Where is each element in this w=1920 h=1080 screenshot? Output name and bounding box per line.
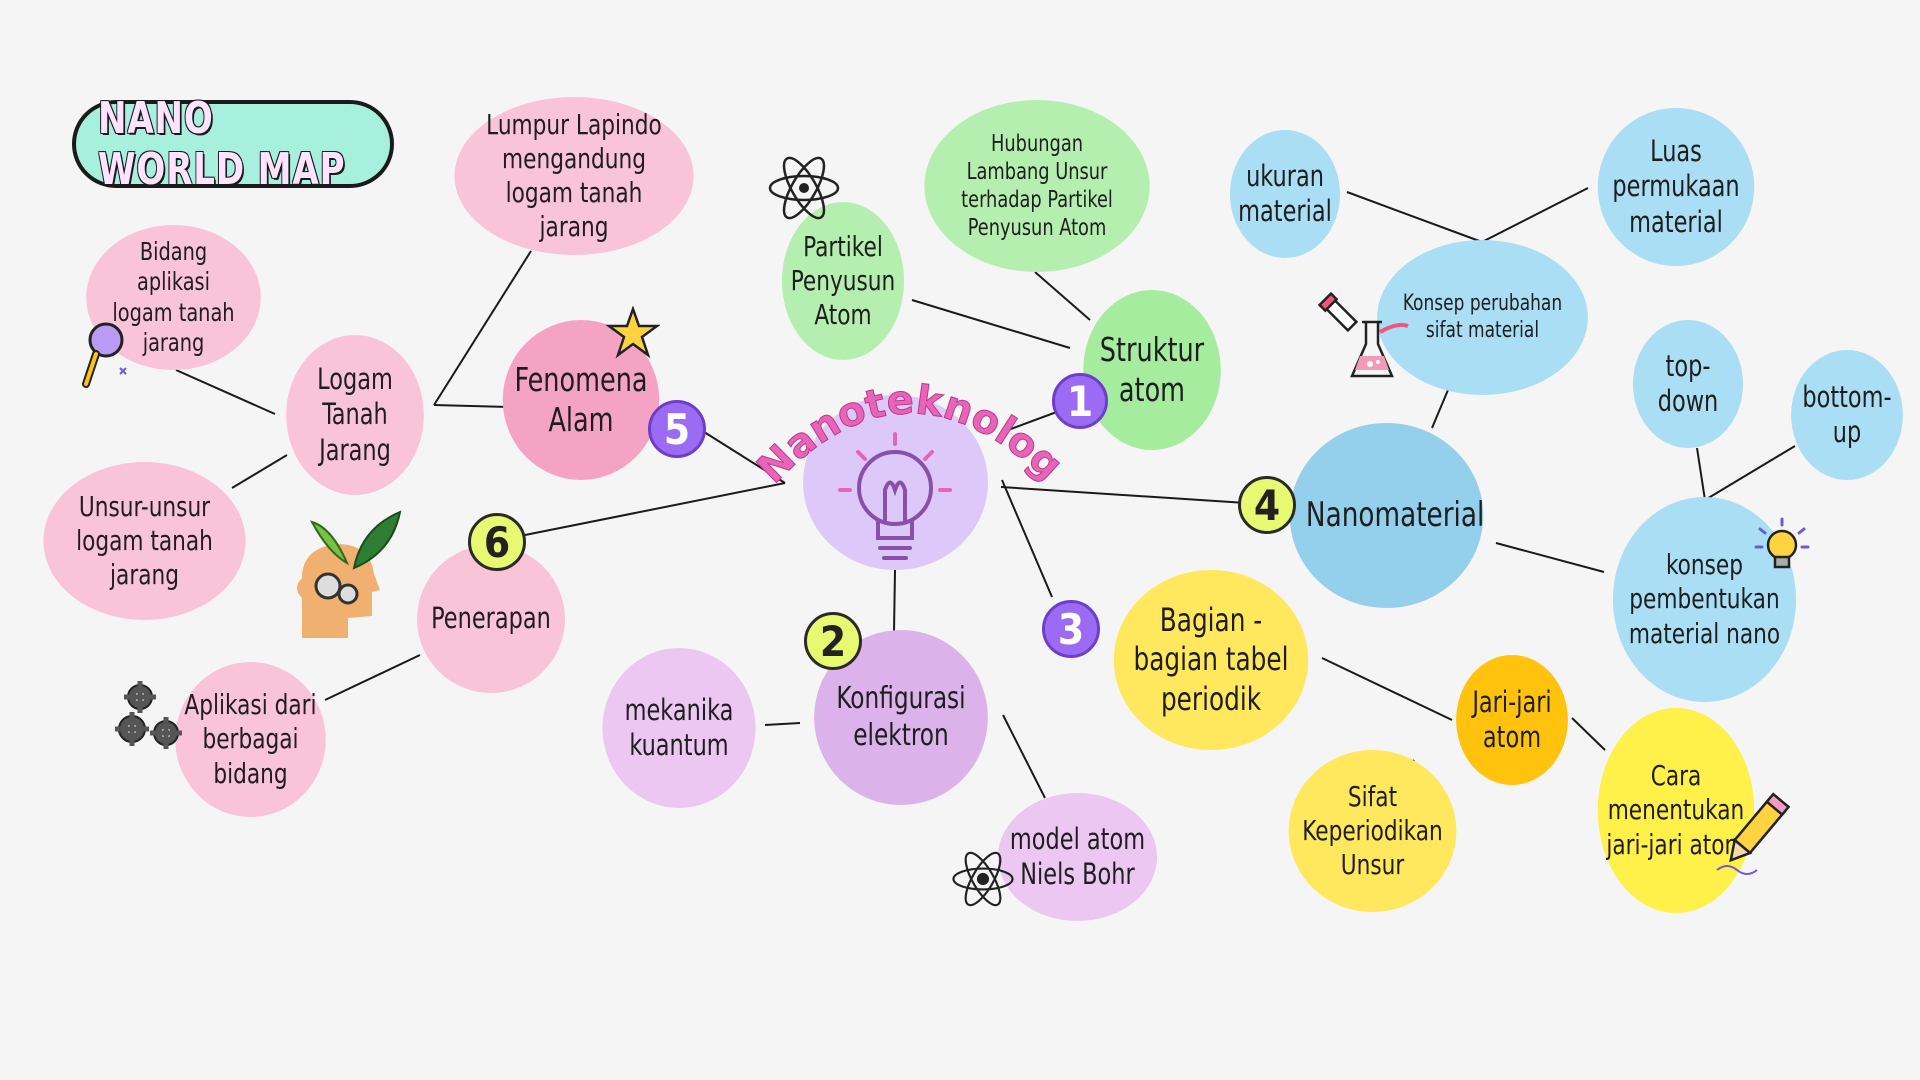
node-konsep-pembentukan-label: konsep pembentukan material nano — [1628, 548, 1781, 650]
atom-icon — [768, 156, 840, 220]
node-top-down-label: top-down — [1657, 348, 1719, 418]
node-logam-tanah-label: Logam Tanah Jarang — [317, 361, 393, 467]
node-partikel-penyusun[interactable]: Partikel Penyusun Atom — [781, 202, 905, 360]
svg-text:Nanoteknologi: Nanoteknologi — [740, 365, 1060, 492]
node-top-down[interactable]: top-down — [1632, 320, 1744, 448]
node-fenomena[interactable]: Fenomena Alam — [502, 320, 660, 480]
node-partikel-penyusun-label: Partikel Penyusun Atom — [790, 229, 896, 332]
node-nanomaterial-label: Nanomaterial — [1305, 494, 1485, 535]
node-hubungan-lambang-label: Hubungan Lambang Unsur terhadap Partikel… — [961, 130, 1113, 242]
node-bottom-up-label: bottom-up — [1802, 379, 1892, 449]
node-mekanika[interactable]: mekanika kuantum — [602, 648, 756, 808]
node-konfigurasi-label: Konfigurasi elektron — [836, 680, 966, 753]
badge-1: 1 — [1052, 373, 1108, 429]
gears-icon — [115, 681, 182, 749]
node-sifat-keperiodikan-label: Sifat Keperiodikan Unsur — [1302, 779, 1443, 882]
node-unsur-unsur-label: Unsur-unsur logam tanah jarang — [76, 489, 213, 592]
node-lumpur[interactable]: Lumpur Lapindo mengandung logam tanah ja… — [454, 97, 694, 255]
node-lumpur-label: Lumpur Lapindo mengandung logam tanah ja… — [486, 107, 662, 244]
node-luas-permukaan[interactable]: Luas permukaan material — [1597, 108, 1755, 266]
node-bagian-tabel-label: Bagian - bagian tabel periodik — [1133, 601, 1289, 718]
node-mekanika-label: mekanika kuantum — [624, 692, 734, 762]
badge-4: 4 — [1238, 476, 1296, 534]
node-jari-jari[interactable]: Jari-jari atom — [1456, 655, 1568, 785]
node-luas-permukaan-label: Luas permukaan material — [1612, 133, 1740, 239]
leaves-head-icon — [297, 510, 402, 638]
node-hubungan-lambang[interactable]: Hubungan Lambang Unsur terhadap Partikel… — [924, 100, 1150, 272]
atom-icon-2 — [952, 851, 1014, 907]
node-unsur-unsur[interactable]: Unsur-unsur logam tanah jarang — [43, 462, 246, 620]
lightbulb-icon-small — [1754, 517, 1810, 569]
node-bottom-up[interactable]: bottom-up — [1791, 350, 1903, 480]
node-konsep-pembentukan[interactable]: konsep pembentukan material nano — [1612, 497, 1797, 702]
node-bidang-aplikasi-label: Bidang aplikasi logam tanah jarang — [112, 236, 235, 358]
node-penerapan-label: Penerapan — [431, 601, 551, 636]
lab-flask-icon — [1318, 292, 1409, 378]
badge-5: 5 — [648, 400, 706, 458]
badge-6: 6 — [468, 513, 526, 571]
node-ukuran-material-label: ukuran material — [1238, 158, 1332, 228]
node-konsep-perubahan-label: Konsep perubahan sifat material — [1402, 290, 1563, 343]
badge-3: 3 — [1042, 600, 1100, 658]
node-bagian-tabel[interactable]: Bagian - bagian tabel periodik — [1113, 570, 1309, 750]
node-logam-tanah[interactable]: Logam Tanah Jarang — [286, 335, 424, 495]
center-title-arc: Nanoteknologi — [740, 365, 1060, 493]
magnifier-icon — [82, 322, 127, 388]
node-model-bohr[interactable]: model atom Niels Bohr — [997, 793, 1158, 921]
node-cara-menentukan[interactable]: Cara menentukan jari-jari atom — [1597, 708, 1755, 913]
node-jari-jari-label: Jari-jari atom — [1472, 684, 1552, 754]
node-struktur-atom-label: Struktur atom — [1099, 329, 1205, 409]
node-ukuran-material[interactable]: ukuran material — [1229, 130, 1341, 258]
badge-2: 2 — [804, 612, 862, 670]
node-aplikasi[interactable]: Aplikasi dari berbagai bidang — [175, 662, 326, 817]
node-sifat-keperiodikan[interactable]: Sifat Keperiodikan Unsur — [1288, 750, 1457, 912]
node-nanomaterial[interactable]: Nanomaterial — [1289, 423, 1485, 608]
pencil-icon — [1716, 792, 1791, 875]
map-title: NANO WORLD MAP — [97, 93, 346, 195]
node-cara-menentukan-label: Cara menentukan jari-jari atom — [1606, 759, 1746, 861]
node-struktur-atom[interactable]: Struktur atom — [1083, 290, 1221, 450]
lightbulb-icon — [838, 432, 952, 560]
node-fenomena-label: Fenomena Alam — [514, 359, 648, 439]
node-model-bohr-label: model atom Niels Bohr — [1009, 821, 1146, 891]
center-node[interactable] — [803, 395, 988, 570]
star-icon — [606, 306, 660, 359]
node-konsep-perubahan[interactable]: Konsep perubahan sifat material — [1377, 240, 1588, 395]
map-title-pill: NANO WORLD MAP — [72, 93, 394, 195]
node-bidang-aplikasi[interactable]: Bidang aplikasi logam tanah jarang — [86, 225, 261, 370]
node-aplikasi-label: Aplikasi dari berbagai bidang — [184, 688, 317, 790]
center-title: Nanoteknologi — [740, 365, 1060, 493]
